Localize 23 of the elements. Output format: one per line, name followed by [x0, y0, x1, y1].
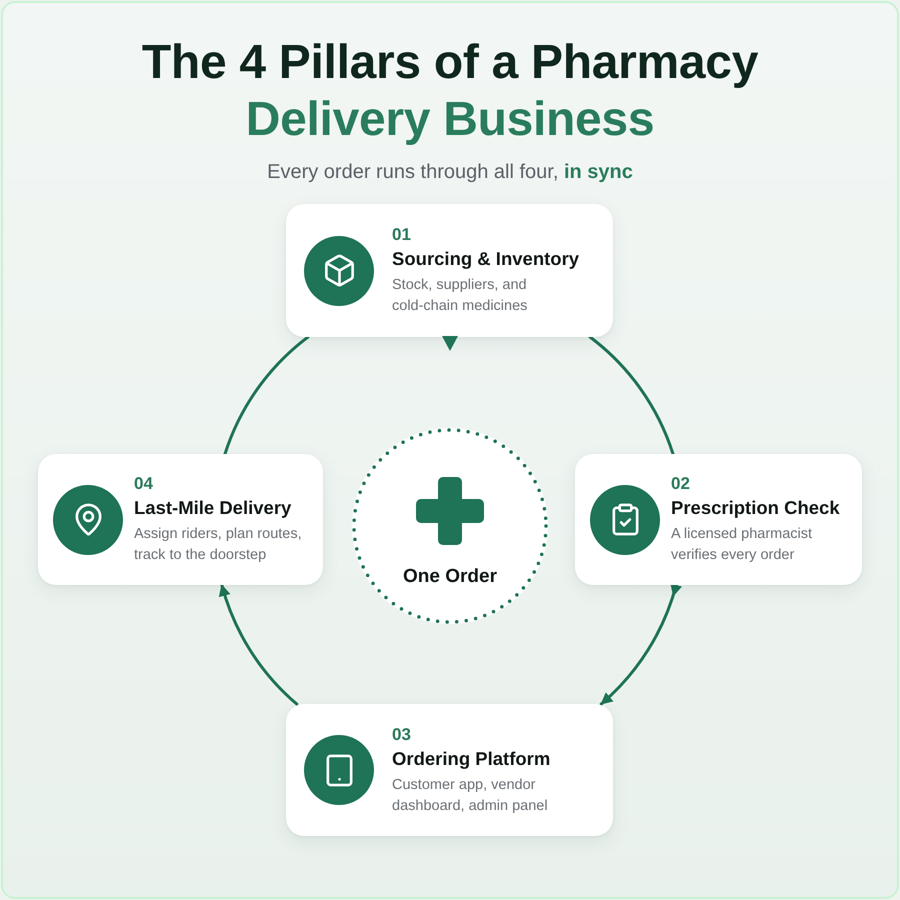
pillar-card: [575, 454, 862, 585]
card-description: Customer app, vendor dashboard, admin panel: [392, 776, 549, 816]
step-number: 01: [392, 224, 411, 246]
subtitle: Every order runs through all four, in sync: [267, 160, 633, 185]
connector-arc: [220, 584, 298, 706]
connector-arc: [224, 336, 310, 456]
card-title: Prescription Check: [671, 496, 840, 520]
step-number: 03: [392, 724, 411, 746]
pillar-card: [286, 204, 613, 337]
center-label: One Order: [403, 566, 497, 588]
card-title: Sourcing & Inventory: [392, 247, 580, 271]
card-description: Assign riders, plan routes, track to the doorstep: [134, 525, 303, 565]
card-title: Last-Mile Delivery: [134, 496, 292, 520]
title: The 4 Pillars of a Pharmacy Delivery Business: [140, 35, 760, 148]
card-description: A licensed pharmacist verifies every order: [671, 525, 814, 565]
pillar-card: [38, 454, 323, 585]
connector-arc: [588, 336, 674, 456]
card-description: Stock, suppliers, and cold-chain medicines: [392, 276, 528, 316]
connector-arc: [600, 583, 682, 706]
pillar-card: [286, 704, 613, 836]
card-title: Ordering Platform: [392, 746, 550, 770]
step-number: 02: [671, 473, 690, 495]
step-number: 04: [134, 473, 153, 495]
